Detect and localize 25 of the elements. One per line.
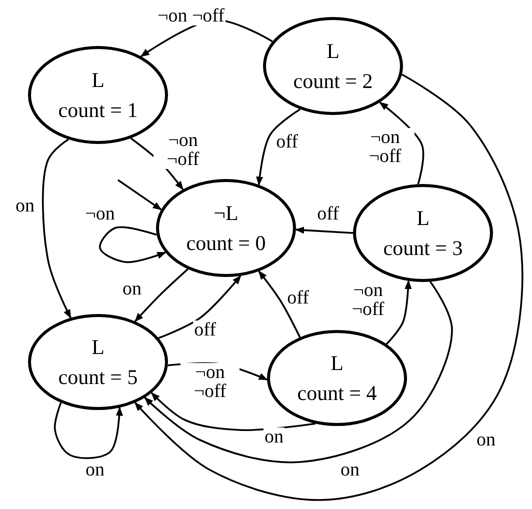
- state-name: L: [330, 350, 344, 377]
- arrow: [379, 102, 424, 184]
- state-count: count = 2: [293, 68, 373, 95]
- arrow: [99, 226, 166, 264]
- arrow: [295, 226, 354, 234]
- state-name: L: [416, 205, 430, 232]
- arrow: [134, 74, 524, 501]
- state-name: L: [92, 67, 104, 94]
- state-name: L: [326, 38, 340, 65]
- arrow: [54, 402, 123, 460]
- state-name: ¬L: [214, 200, 238, 227]
- arrow: [134, 268, 188, 322]
- arrow: [118, 179, 162, 210]
- arrow: [158, 275, 242, 339]
- state-count: count = 1: [58, 97, 138, 124]
- arrow: [386, 280, 412, 345]
- state-count: count = 5: [58, 364, 138, 391]
- state-count: count = 0: [186, 230, 266, 257]
- arrow: [256, 108, 301, 186]
- arrow: [144, 281, 453, 464]
- arrow: [258, 270, 301, 338]
- state-name: L: [92, 334, 104, 361]
- state-count: count = 4: [297, 380, 377, 407]
- edge-label: ¬on ¬off: [156, 6, 226, 26]
- state-count: count = 3: [383, 235, 463, 262]
